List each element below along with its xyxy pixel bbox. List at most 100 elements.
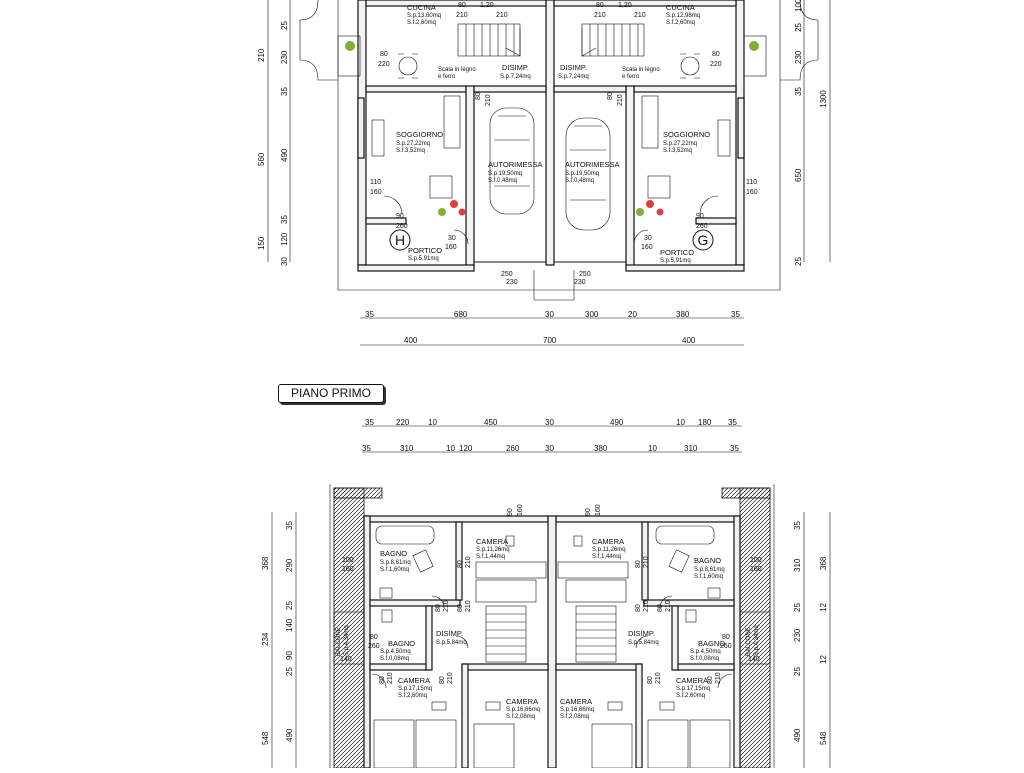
room-area: S.p.12,98mq	[666, 13, 700, 19]
bed-right-1	[689, 719, 731, 769]
dim-label: 400	[682, 336, 696, 345]
room-name: BAGNO	[694, 556, 721, 565]
room-area: S.p.27,22mq	[396, 141, 430, 147]
dim-label: 35	[365, 310, 374, 319]
room-area: S.f.0,48mq	[565, 178, 594, 184]
door-dim: 210	[655, 672, 662, 684]
dim-label: 234	[261, 632, 270, 646]
dim-label: 548	[819, 731, 828, 745]
room-area: S.p.4,34mq	[754, 625, 760, 656]
door-dim: 1,20	[480, 2, 494, 9]
door-dim: 210	[443, 600, 450, 612]
dim-label: 35	[280, 215, 289, 224]
door-dim: 210	[643, 600, 650, 612]
door-dim: 100	[342, 557, 354, 564]
bed-right-2	[647, 719, 689, 769]
dim-label: 25	[794, 257, 803, 266]
stair-note: Scala in legno	[622, 67, 660, 73]
wall	[673, 663, 735, 671]
unit-label-right: G	[698, 232, 709, 248]
door-dim: 80	[596, 2, 604, 9]
dim-label: 10	[648, 444, 657, 453]
floor-title: PIANO PRIMO	[278, 384, 384, 403]
room-area: S.f.2,60mq	[398, 693, 427, 699]
dim-label: 30	[545, 444, 554, 453]
room-area: S.f.0,48mq	[488, 178, 517, 184]
wall	[633, 85, 737, 93]
dim-label: 12	[819, 655, 828, 664]
wall	[365, 217, 407, 225]
flower-icon	[450, 200, 458, 208]
door-dim: 30	[448, 235, 456, 242]
door-dim: 140	[748, 656, 760, 663]
door-dim: 80	[457, 560, 464, 568]
room-name: CUCINA	[666, 3, 695, 12]
door-dim: 160	[342, 566, 354, 573]
door-dim: 80	[458, 2, 466, 9]
room-area: S.f.2,08mq	[506, 714, 535, 720]
dim-label: 368	[261, 556, 270, 570]
door-dim: 80	[635, 604, 642, 612]
door-dim: 210	[715, 672, 722, 684]
room-area: S.f.2,60mq	[676, 693, 705, 699]
door-dim: 250	[501, 271, 513, 278]
dim-label: 300	[585, 310, 599, 319]
door-dim: 230	[574, 279, 586, 286]
door-dim: 80	[722, 634, 730, 641]
dim-label: 35	[365, 418, 374, 427]
door-dim: 260	[720, 643, 732, 650]
room-area: S.p.13,60mq	[407, 13, 441, 19]
dim-label: 230	[794, 50, 803, 64]
room-area: S.p.4,34mq	[344, 625, 350, 656]
door-dim: 160	[370, 189, 382, 196]
dim-label: 25	[794, 23, 803, 32]
room-area: S.f.3,52mq	[396, 148, 425, 154]
window	[357, 97, 365, 159]
dim-label: 490	[793, 728, 802, 742]
dim-label: 290	[285, 558, 294, 572]
roof-edge	[721, 487, 771, 499]
unit-marker-right	[692, 229, 714, 251]
sofa-right	[641, 95, 659, 149]
dim-label: 490	[285, 728, 294, 742]
room-name: DISIMP.	[436, 629, 463, 638]
wall	[643, 599, 735, 607]
room-name: CAMERA	[676, 676, 708, 685]
cabinet-left	[371, 119, 385, 157]
balcony-left	[333, 611, 365, 665]
dim-label: 20	[628, 310, 637, 319]
wall	[553, 85, 627, 93]
door-dim: 210	[387, 672, 394, 684]
bathtub-left	[375, 525, 435, 545]
door-dim: 210	[485, 94, 492, 106]
dim-label: 35	[794, 87, 803, 96]
room-area: S.p.8,61mq	[380, 560, 411, 566]
door-dim: 210	[447, 672, 454, 684]
chair-left	[505, 535, 515, 547]
wall	[635, 663, 643, 769]
door-dim: 210	[617, 94, 624, 106]
dim-label: 310	[793, 558, 802, 572]
room-name: AUTORIMESSA	[565, 160, 619, 169]
door-dim: 220	[378, 61, 390, 68]
wall	[695, 217, 737, 225]
toilet-right	[707, 587, 721, 599]
room-area: S.f.1,44mq	[592, 554, 621, 560]
dim-label: 230	[793, 628, 802, 642]
room-area: S.p.16,66mq	[506, 707, 540, 713]
dim-label: 12	[819, 603, 828, 612]
wall	[625, 85, 635, 267]
door-dim: 210	[634, 12, 646, 19]
room-area: S.f.1,60mq	[694, 574, 723, 580]
door-dim: 230	[506, 279, 518, 286]
car-right	[565, 117, 611, 231]
staircase-left	[457, 23, 521, 57]
unit-marker-left	[389, 229, 411, 251]
dim-label: 35	[731, 310, 740, 319]
wall	[671, 605, 679, 671]
room-name: BAGNO	[388, 639, 415, 648]
door-dim: 1,20	[618, 2, 632, 9]
dining-table-right	[680, 53, 700, 79]
nightstand	[607, 701, 623, 711]
